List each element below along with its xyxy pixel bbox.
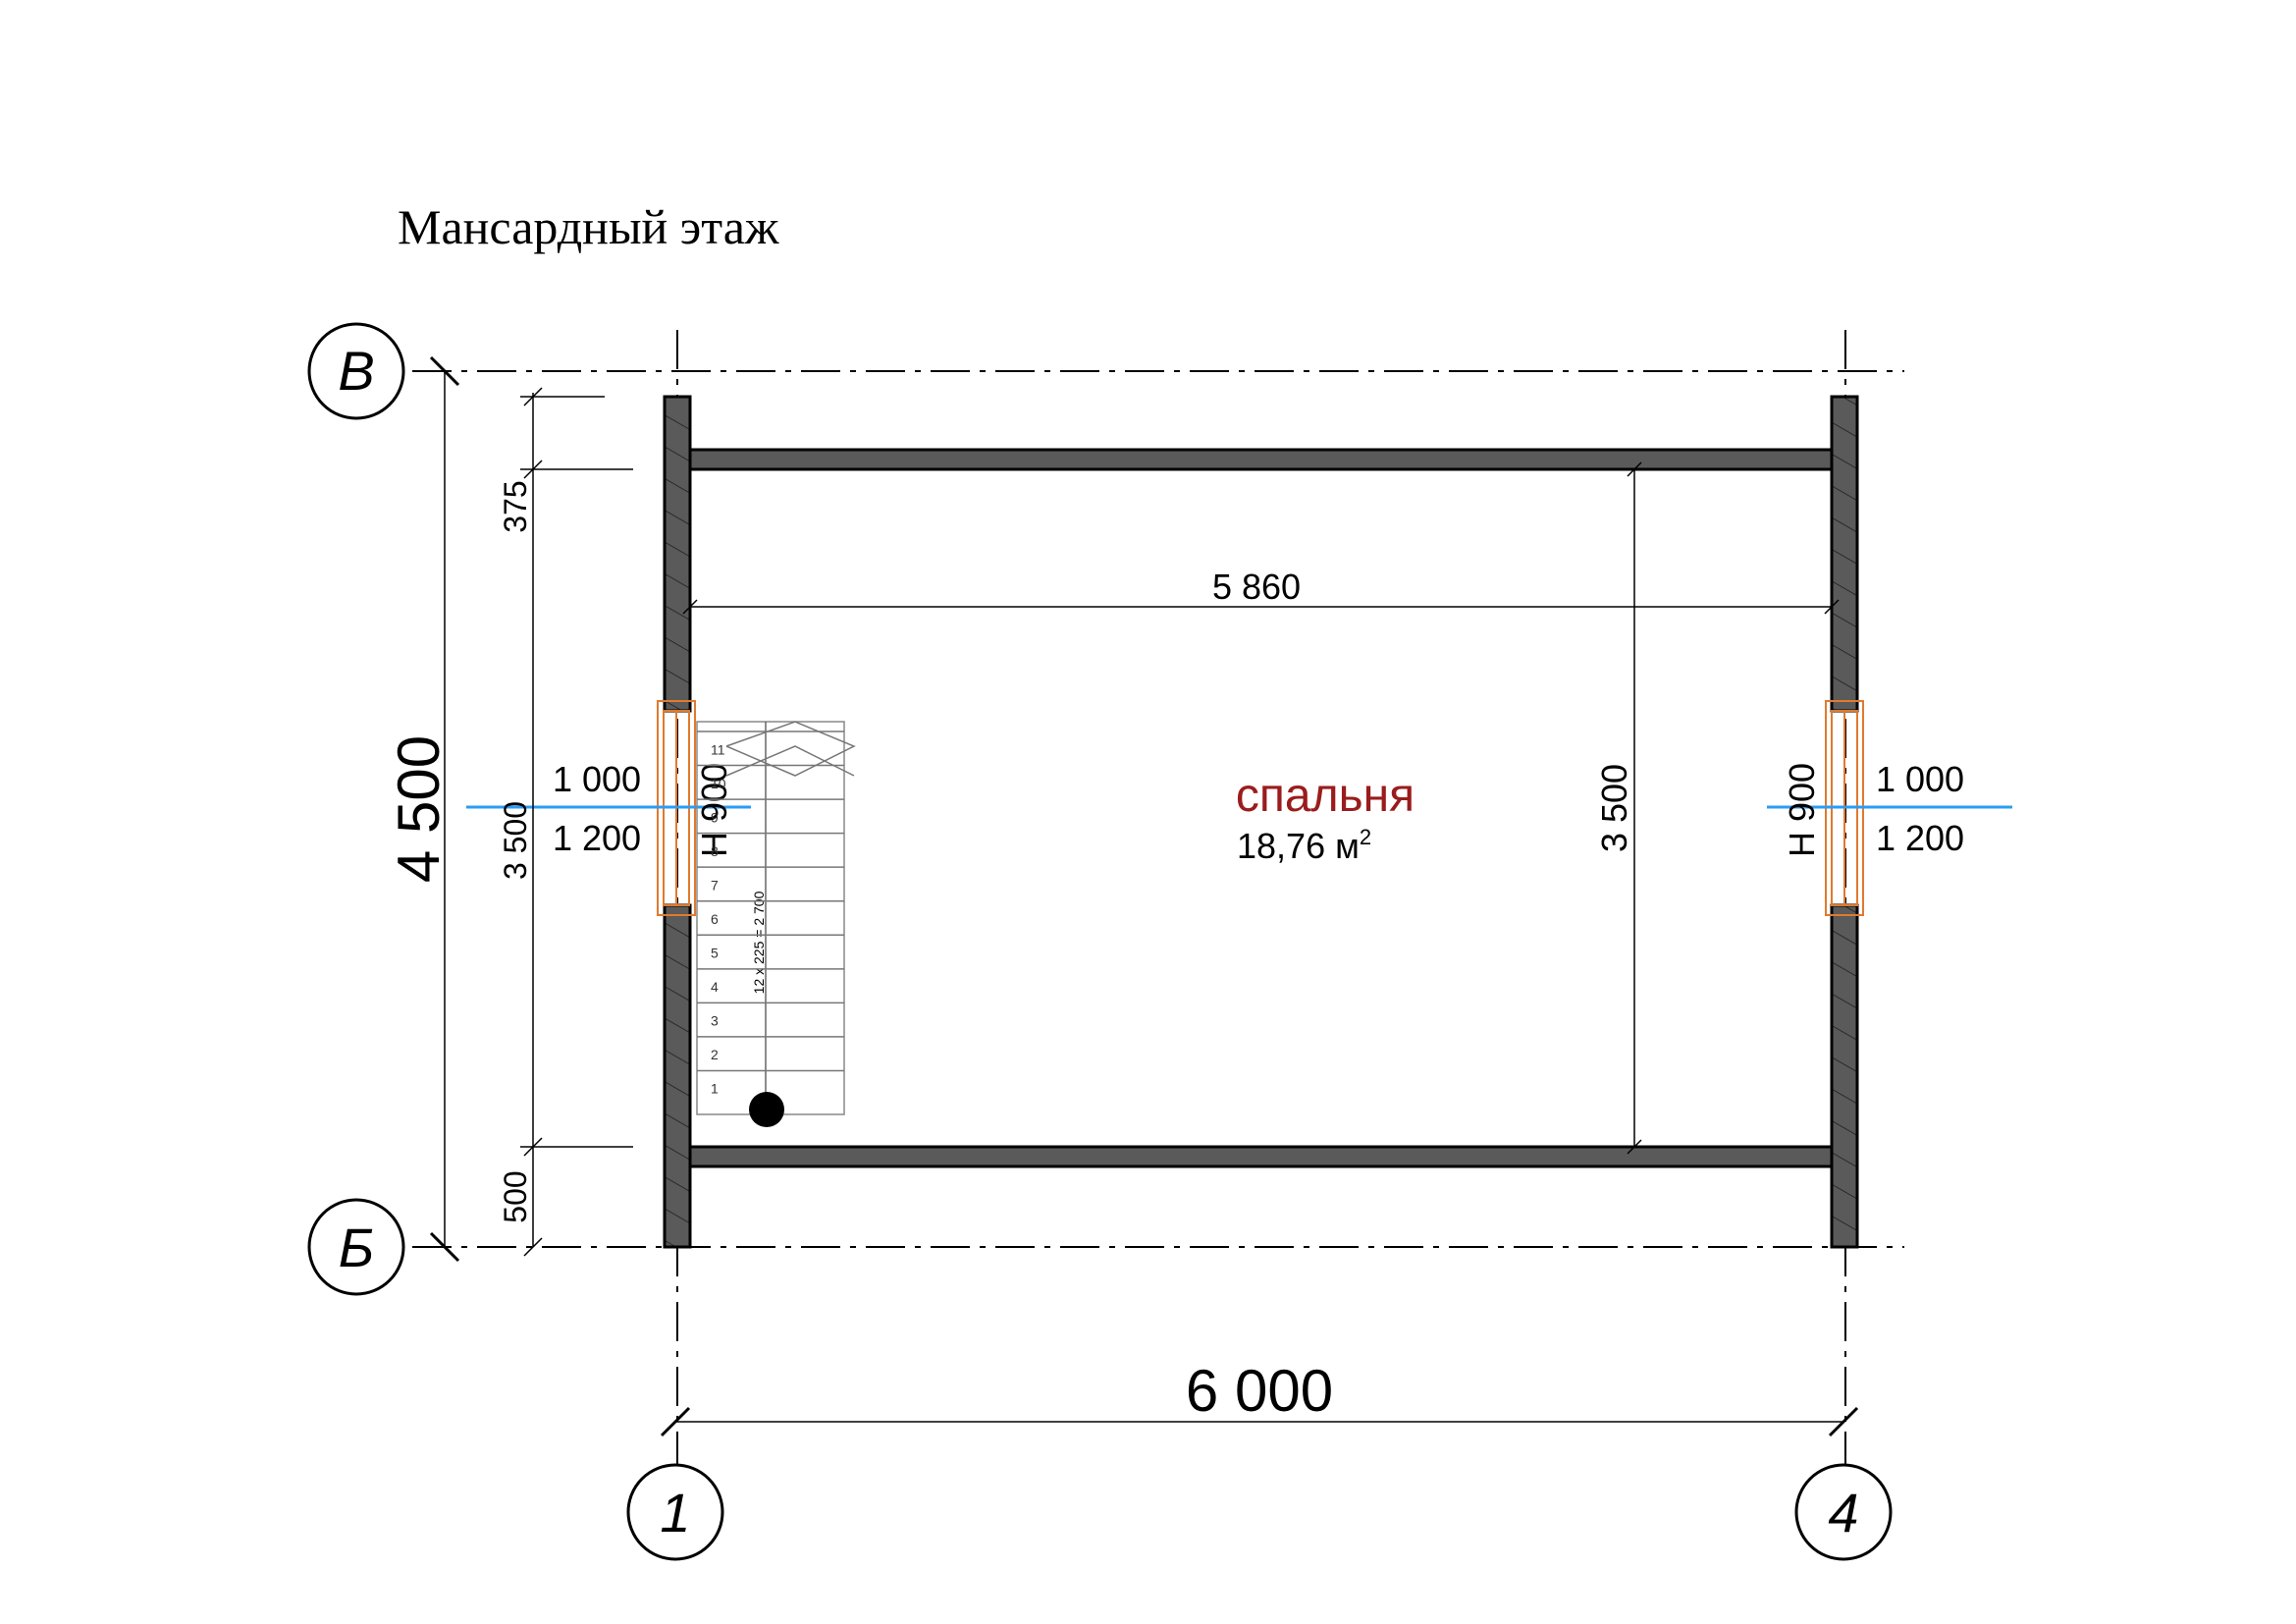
axis-label-row-bottom: Б (339, 1217, 374, 1278)
dim-left-chain-mid: 3 500 (498, 801, 533, 880)
window-left-height: 1 200 (553, 818, 641, 858)
dim-inner-height: 3 500 (1594, 764, 1634, 852)
stair-start-dot (749, 1092, 784, 1127)
stair-step-number: 10 (711, 776, 726, 791)
axis-label-col-right: 4 (1828, 1482, 1858, 1543)
axis-bubble-row-top: В (307, 322, 405, 420)
room-area-value: 18,76 м (1237, 826, 1360, 866)
stair-step-number: 6 (711, 911, 719, 927)
stair-step-number: 8 (711, 843, 719, 859)
stair-step-number: 4 (711, 979, 719, 995)
room-area-sup: 2 (1360, 825, 1371, 849)
dim-left-chain-top: 375 (498, 480, 533, 532)
stair-step-number: 9 (711, 809, 719, 825)
stair-step-number: 11 (711, 741, 725, 757)
dim-overall-width: 6 000 (1186, 1358, 1333, 1424)
room-name: спальня (1236, 770, 1415, 822)
stair-step-number: 3 (711, 1013, 719, 1029)
stair-formula: 12 х 225 = 2 700 (751, 891, 767, 994)
wall-left-upper (663, 395, 692, 713)
dim-overall-height: 4 500 (386, 735, 452, 883)
axis-label-row-top: В (338, 340, 374, 402)
window-right-width: 1 000 (1876, 759, 1964, 799)
wall-right-upper (1830, 395, 1859, 713)
axis-bubble-col-right: 4 (1794, 1463, 1893, 1561)
axis-bubble-row-bottom: Б (307, 1198, 405, 1296)
window-right-sill: Н 900 (1782, 763, 1822, 857)
axis-bubble-col-left: 1 (626, 1463, 724, 1561)
wall-left-lower (663, 903, 692, 1249)
partition-bottom (688, 1145, 1834, 1168)
stair-step-number: 1 (711, 1081, 719, 1097)
window-right-height: 1 200 (1876, 818, 1964, 858)
dim-left-chain-bottom: 500 (498, 1170, 533, 1222)
window-left-width: 1 000 (553, 759, 641, 799)
axis-label-col-left: 1 (660, 1482, 690, 1543)
wall-right-lower (1830, 903, 1859, 1249)
grid-lines (412, 330, 1904, 1473)
dim-inner-width: 5 860 (1212, 567, 1301, 607)
window-left-sill: Н 900 (694, 763, 734, 857)
partition-top (688, 448, 1834, 471)
stair-step-number: 2 (711, 1047, 719, 1062)
stair-step-number: 5 (711, 946, 719, 961)
dimension-lines (429, 355, 1859, 1437)
drawing-title: Мансардный этаж (398, 199, 779, 254)
room-area: 18,76 м2 (1237, 825, 1371, 866)
stair-step-number: 7 (711, 877, 719, 893)
